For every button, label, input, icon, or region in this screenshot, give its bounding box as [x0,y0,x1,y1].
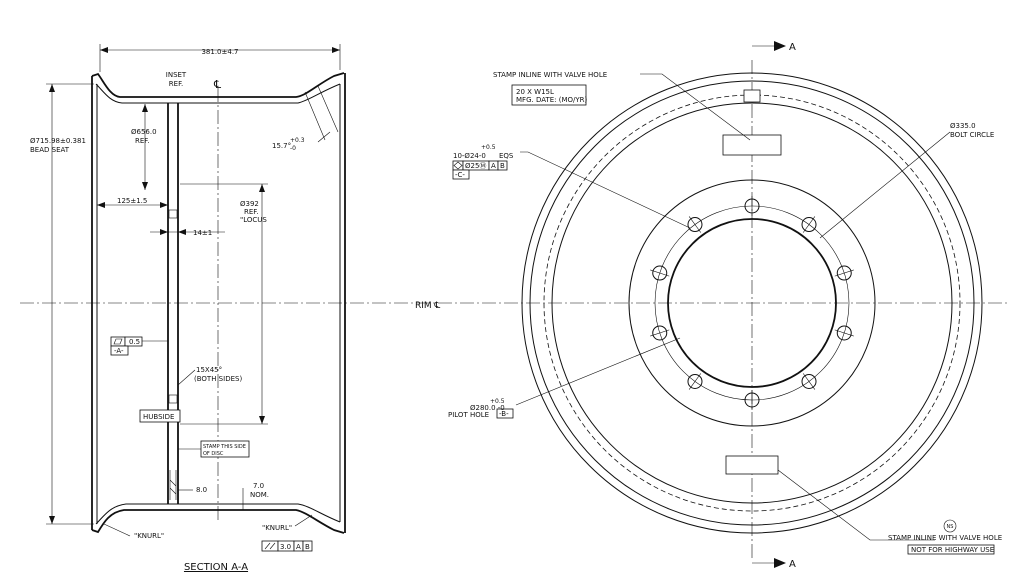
bolt-hole-bottom-section [168,394,178,404]
stamp-valve-bottom-label: STAMP INLINE WITH VALVE HOLE [888,534,1002,542]
stamp-info-line-1: 20 X W15L [516,88,554,96]
rim-profile-top [91,72,345,98]
bolt-hole [801,217,817,233]
knurl-left: "KNURL" [134,532,164,540]
datum-b: -B- [499,410,509,418]
bolt-hole [687,217,703,233]
section-arrow-bottom-label: A [789,559,796,570]
position-datum-b: B [500,162,505,170]
datum-b-box [496,408,514,419]
bolt-hole [652,265,668,281]
stamp-valve-top-label: STAMP INLINE WITH VALVE HOLE [493,71,607,79]
locus-label: "LOCUS [240,216,267,224]
knurl-right: "KNURL" [262,524,292,532]
bolt-hole-centerline [688,373,702,390]
ns-symbol [943,519,957,533]
datum-a: -A- [114,347,124,355]
runout-value: 3.0 [280,543,291,551]
bolt-hole [801,373,817,389]
highway-use-box [907,544,995,555]
valve-hole-symbol [743,89,761,103]
rim-profile-bottom [91,509,345,534]
bolt-circle-dimension: Ø335.0 [950,122,976,130]
pilot-tol-plus: +0.5 [490,398,505,405]
hubside-box [139,409,181,423]
flange-tol-minus: -0 [290,145,296,152]
bolt-hole-spec: 10-Ø24-0 [453,152,486,160]
bolt-hole-centerline [802,373,816,390]
disc-thickness: 14±1 [193,229,212,237]
position-tolerance: Ø25Ⓜ [465,162,486,170]
section-view [46,44,346,552]
flange-angle: 15.7° [272,142,291,150]
bolt-hole-pattern [650,196,854,410]
runout-symbol-box [261,540,279,552]
stamp-info-line-2: MFG. DATE: (MO/YR) [516,96,588,104]
section-arrow-top [774,41,786,51]
inset-ref-label: REF. [169,80,183,88]
disc-weld [169,470,177,500]
inset-label: INSET [166,71,187,79]
chamfer-note: 15X45° [196,366,222,374]
nom-label: NOM. [250,491,269,499]
runout-datum-a: A [296,543,301,551]
bolt-hole-centerline [802,216,816,233]
valve-stamp-box-bottom [725,455,779,475]
nom-dimension: 7.0 [253,482,264,490]
offset-dimension: 125±1.5 [117,197,147,205]
bead-seat-label: BEAD SEAT [30,146,70,154]
runout-datum-b: B [305,543,310,551]
bead-seat-dimension: Ø715.98±0.381 [30,137,86,145]
datum-a-box [110,345,129,356]
datum-c: -C- [455,171,465,179]
dia-656-dimension: Ø656.0 [131,128,157,136]
flange-tol-plus: +0.3 [290,137,305,144]
front-view [452,41,995,568]
rim-profile-top-inner [95,83,341,104]
centerline-symbol: ℄ [213,78,221,91]
stamp-side-label: STAMP THIS SIDE [203,444,246,450]
pilot-hole-label: PILOT HOLE [448,411,489,419]
width-dimension: 381.0±4.7 [201,48,238,56]
bolt-hole [836,325,852,341]
pilot-hole-dimension: Ø280.0 -0 [470,404,505,412]
bolt-hole [687,373,703,389]
not-for-highway-label: NOT FOR HIGHWAY USE [911,546,994,554]
flatness-value: 0.5 [129,338,140,346]
valve-stamp-box-top [722,134,782,156]
bolt-hole-centerline [688,216,702,233]
flatness-symbol-box [110,336,126,347]
bolt-hole-tol-plus: +0.5 [481,144,496,151]
locus-dimension: Ø392 [240,200,259,208]
hubside-label: HUBSIDE [143,413,174,421]
radius-note: 8.0 [196,486,207,494]
locus-ref: REF. [244,208,258,216]
rim-centerline-label: RIM ℄ [415,301,441,311]
bolt-hole-eqs: EQS [499,152,514,160]
bolt-hole [652,325,668,341]
section-arrow-bottom [774,558,786,568]
stamp-side-disc: OF DISC [203,451,224,457]
datum-c-box [452,169,470,180]
section-arrow-top-label: A [789,42,796,53]
bolt-hole-centerline [650,269,670,277]
chamfer-both-sides: (BOTH SIDES) [194,375,242,383]
stamp-info-box [511,84,587,106]
bolt-hole-centerline [834,329,854,337]
bolt-hole-centerline [650,329,670,337]
bolt-circle-label: BOLT CIRCLE [950,131,994,139]
rim-profile-bottom-inner [95,503,341,525]
dia-656-ref: REF. [135,137,149,145]
bolt-hole-centerline [834,269,854,277]
bolt-hole-top-section [168,209,178,219]
section-title: SECTION A-A [184,562,248,573]
bolt-hole [836,265,852,281]
position-datum-a: A [491,162,496,170]
ns-label: NS [947,524,954,530]
